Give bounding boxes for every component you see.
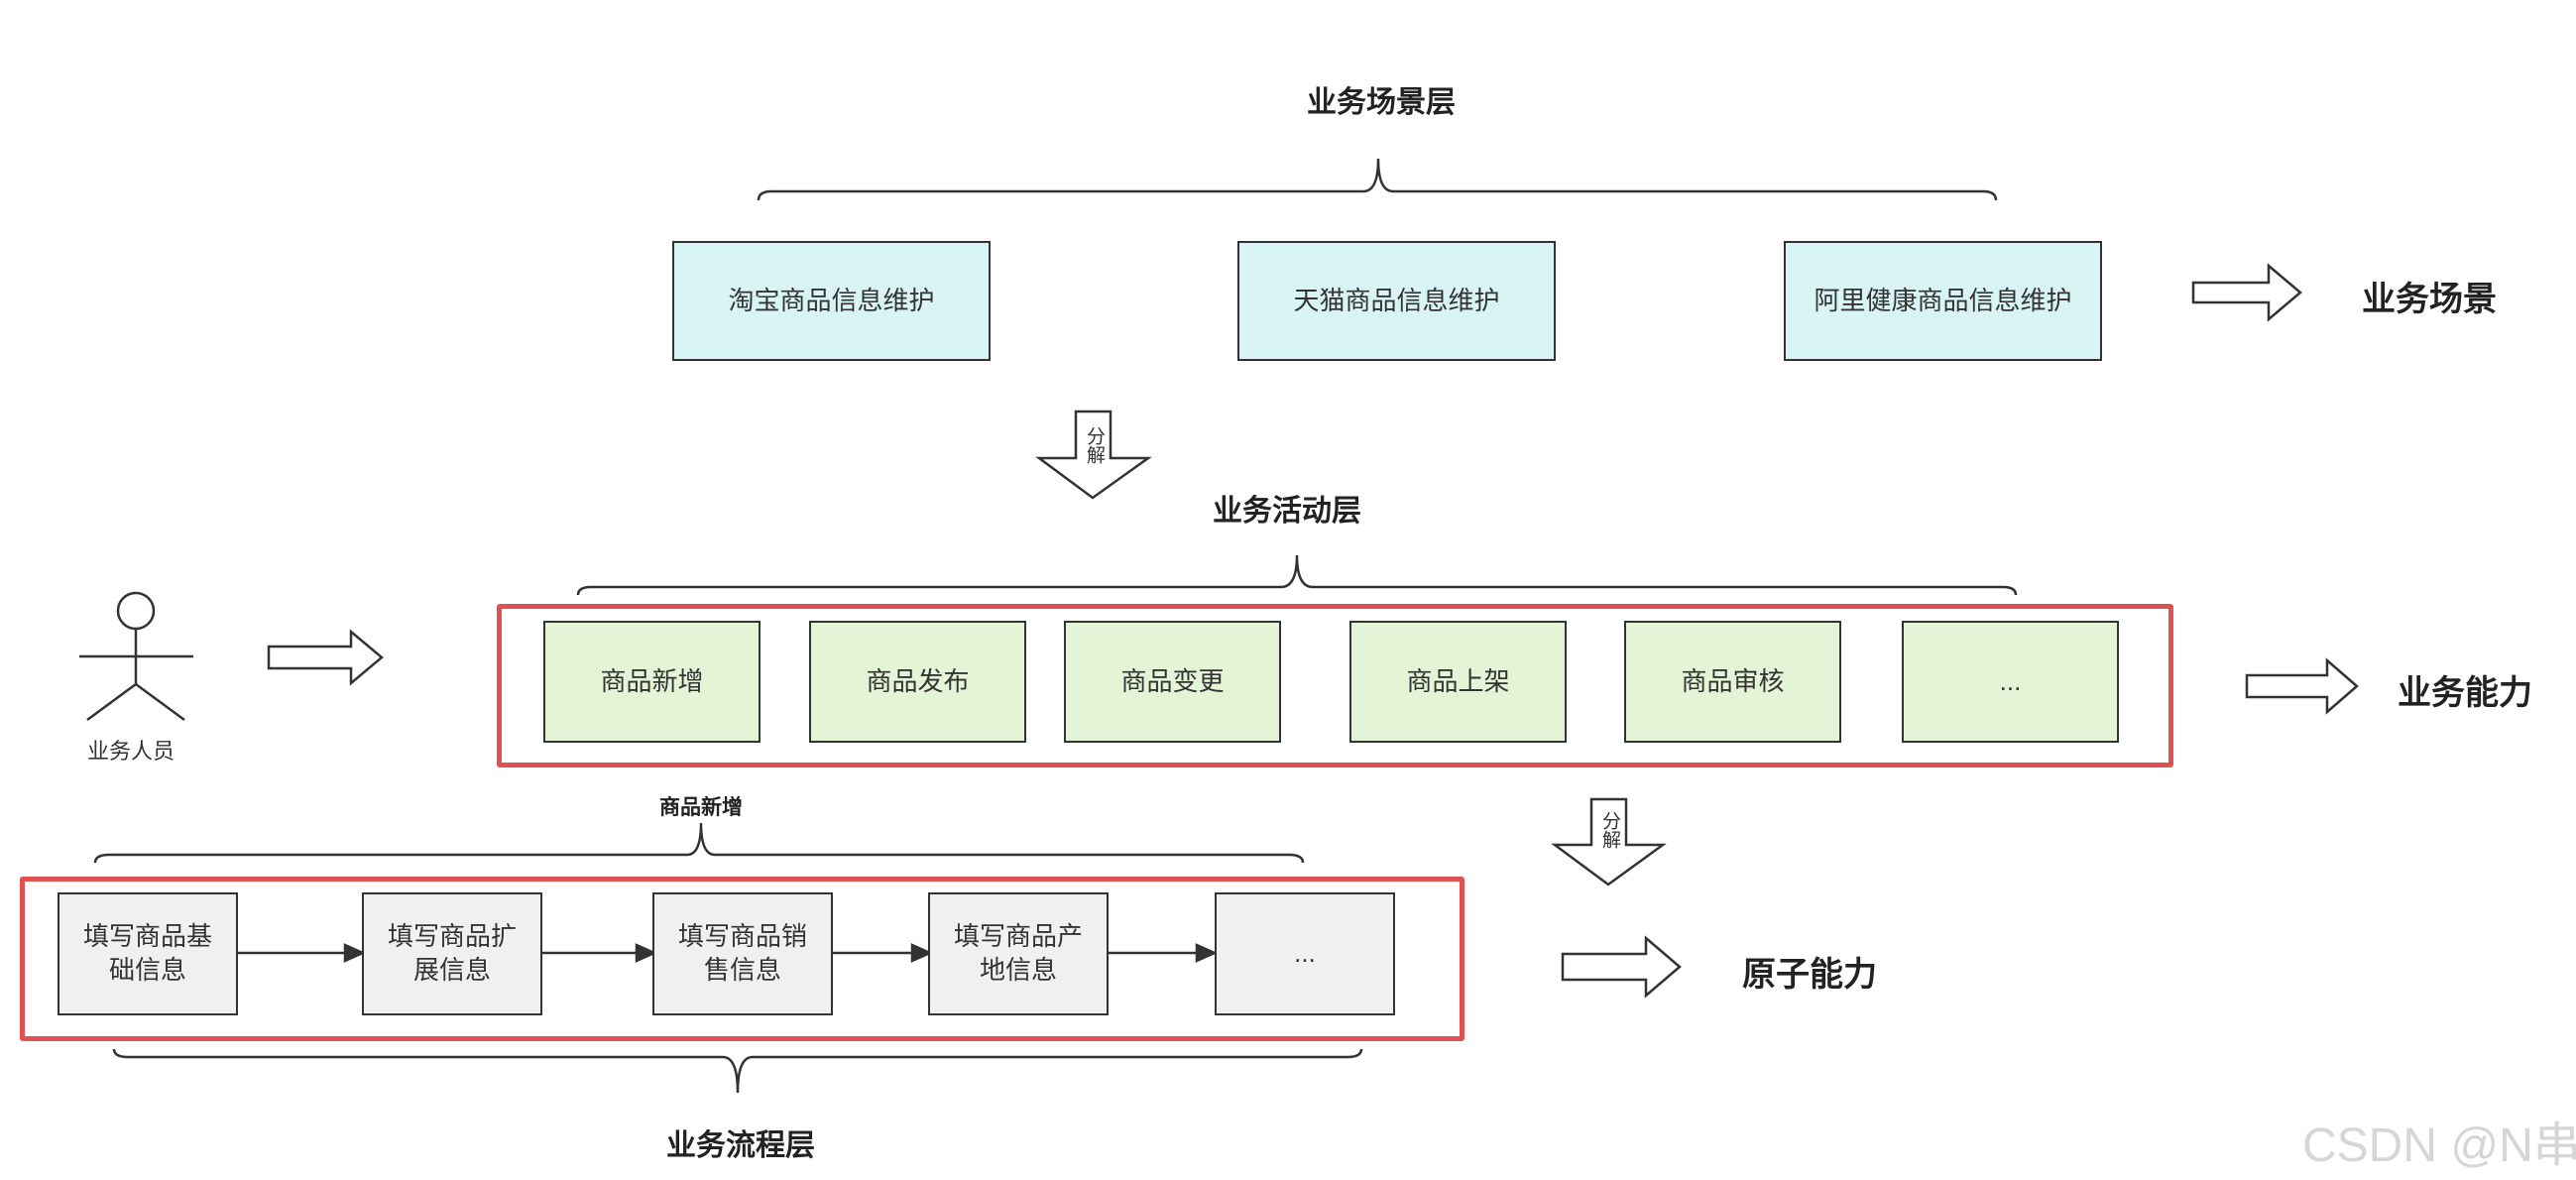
process-top-brace [93,822,1305,864]
decompose-arrow-1 [1035,410,1152,500]
capability-right-arrow [2245,657,2359,715]
decompose-arrow-2 [1551,797,1667,886]
activity-box-change: 商品变更 [1064,621,1281,743]
process-box-basic: 填写商品基础信息 [58,892,238,1015]
scene-layer-title: 业务场景层 [1307,86,1456,119]
activity-brace [576,554,2018,596]
actor-leg-left [86,682,137,722]
process-bottom-brace [112,1048,1363,1094]
atomic-right-arrow [1561,935,1682,999]
process-box-more: ... [1215,892,1395,1015]
process-box-origin: 填写商品产地信息 [928,892,1109,1015]
atomic-highlight-frame [20,877,1464,1041]
actor-head [116,591,156,631]
activity-box-more: ... [1902,621,2119,743]
activity-box-shelve: 商品上架 [1349,621,1567,743]
scene-right-arrow [2191,263,2302,322]
side-label-atomic: 原子能力 [1742,956,1877,994]
flow-arrowhead-2 [635,943,658,963]
scene-box-taobao: 淘宝商品信息维护 [672,241,991,361]
watermark: CSDN @N串 [2302,1120,2576,1172]
process-group-label: 商品新增 [659,796,743,819]
actor-right-arrow [267,629,384,686]
scene-box-tmall: 天猫商品信息维护 [1237,241,1556,361]
decompose-label-2: 分解 [1599,811,1620,849]
scene-box-alihealth: 阿里健康商品信息维护 [1784,241,2102,361]
flow-arrowhead-4 [1195,943,1219,963]
side-label-capability: 业务能力 [2398,674,2532,712]
flow-arrowhead-1 [343,943,367,963]
actor-leg-right [135,682,185,722]
process-box-extended: 填写商品扩展信息 [362,892,542,1015]
activity-box-publish: 商品发布 [809,621,1026,743]
process-box-sales: 填写商品销售信息 [652,892,833,1015]
actor-label: 业务人员 [87,739,176,764]
decompose-label-1: 分解 [1084,426,1105,464]
side-label-scene: 业务场景 [2362,281,2497,318]
activity-layer-title: 业务活动层 [1213,495,1361,528]
capability-highlight-frame [497,604,2173,767]
activity-box-add: 商品新增 [543,621,761,743]
flow-arrowhead-3 [910,943,934,963]
activity-box-review: 商品审核 [1624,621,1841,743]
scene-brace [757,158,1998,201]
process-layer-title: 业务流程层 [666,1129,815,1162]
